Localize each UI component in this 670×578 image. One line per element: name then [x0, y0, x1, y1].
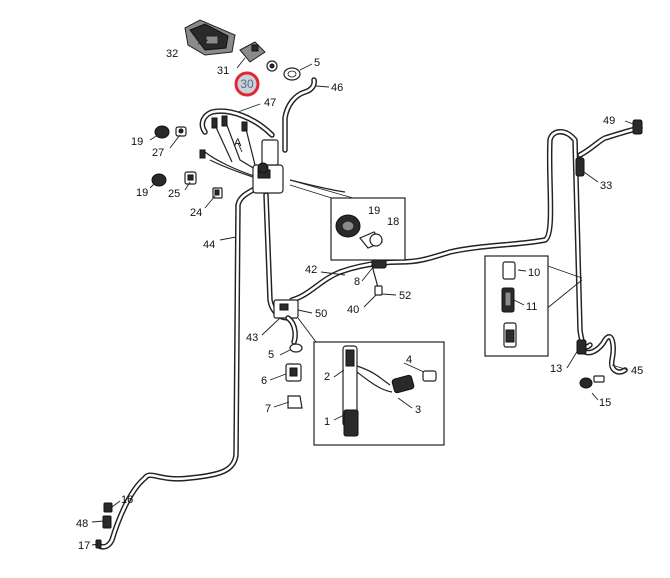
highlighted-callout-30[interactable]: 30 — [234, 71, 260, 97]
callout-19-upper: 19 — [131, 136, 143, 148]
callout-31: 31 — [217, 65, 229, 77]
callout-A: A — [234, 137, 242, 149]
component-31-connector — [239, 41, 266, 63]
callout-27: 27 — [152, 147, 164, 159]
component-33-clip — [575, 157, 585, 177]
callout-7: 7 — [265, 403, 271, 415]
leader-lines — [91, 39, 637, 546]
callout-43: 43 — [246, 332, 258, 344]
callout-17: 17 — [78, 540, 90, 552]
callout-2: 2 — [324, 371, 330, 383]
component-16-clip — [103, 502, 113, 513]
inset-1-4 — [297, 317, 445, 446]
component-5-oring-lower — [289, 343, 303, 353]
inset-19-18 — [289, 179, 406, 261]
callout-13: 13 — [550, 363, 562, 375]
component-5-oring-top — [283, 67, 301, 81]
component-25-clip — [184, 171, 197, 185]
callout-labels: 32 31 5 46 47 A 19 27 19 25 24 44 19 18 … — [76, 48, 643, 552]
wire-terminals — [199, 115, 248, 159]
callout-52: 52 — [399, 290, 411, 302]
component-13-clip — [576, 339, 587, 355]
callout-1: 1 — [324, 416, 330, 428]
lower-junction-connector — [273, 299, 299, 345]
callout-50: 50 — [315, 308, 327, 320]
component-19-plug-lower — [151, 173, 167, 187]
callout-40: 40 — [347, 304, 359, 316]
callout-8: 8 — [354, 276, 360, 288]
callout-32: 32 — [166, 48, 178, 60]
callout-11: 11 — [526, 301, 537, 313]
component-49-fitting — [632, 119, 643, 135]
callout-5-lower: 5 — [268, 349, 274, 361]
highlight-ring — [234, 71, 260, 97]
callout-24: 24 — [190, 207, 202, 219]
component-30-ring — [266, 60, 278, 72]
component-19-plug-upper — [154, 125, 170, 139]
component-7-clip — [287, 395, 303, 409]
component-15-fitting — [579, 375, 605, 389]
callout-42: 42 — [305, 264, 317, 276]
callout-25: 25 — [168, 188, 180, 200]
inset-10-11 — [484, 255, 583, 357]
callout-47: 47 — [264, 97, 276, 109]
callout-45: 45 — [631, 365, 643, 377]
callout-3: 3 — [415, 404, 421, 416]
callout-44: 44 — [203, 239, 215, 251]
component-8-connector — [371, 257, 387, 296]
component-24-clip — [212, 187, 223, 199]
callout-33: 33 — [600, 180, 612, 192]
component-48-clip — [102, 515, 112, 529]
callout-19-lower: 19 — [136, 187, 148, 199]
callout-18: 18 — [387, 216, 399, 228]
component-6-clip — [285, 363, 302, 382]
callout-49: 49 — [603, 115, 615, 127]
callout-4: 4 — [406, 354, 412, 366]
callout-16: 16 — [121, 494, 133, 506]
callout-10: 10 — [528, 267, 540, 279]
main-pipe-network — [95, 77, 643, 550]
callout-48: 48 — [76, 518, 88, 530]
callout-15: 15 — [599, 397, 611, 409]
callout-6: 6 — [261, 375, 267, 387]
central-junction-block — [252, 139, 284, 194]
callout-19-inset: 19 — [368, 205, 380, 217]
callout-5-top: 5 — [314, 57, 320, 69]
component-27-fitting — [175, 126, 187, 137]
component-32-housing — [184, 19, 236, 56]
callout-30: 30 — [240, 77, 254, 91]
callout-46: 46 — [331, 82, 343, 94]
